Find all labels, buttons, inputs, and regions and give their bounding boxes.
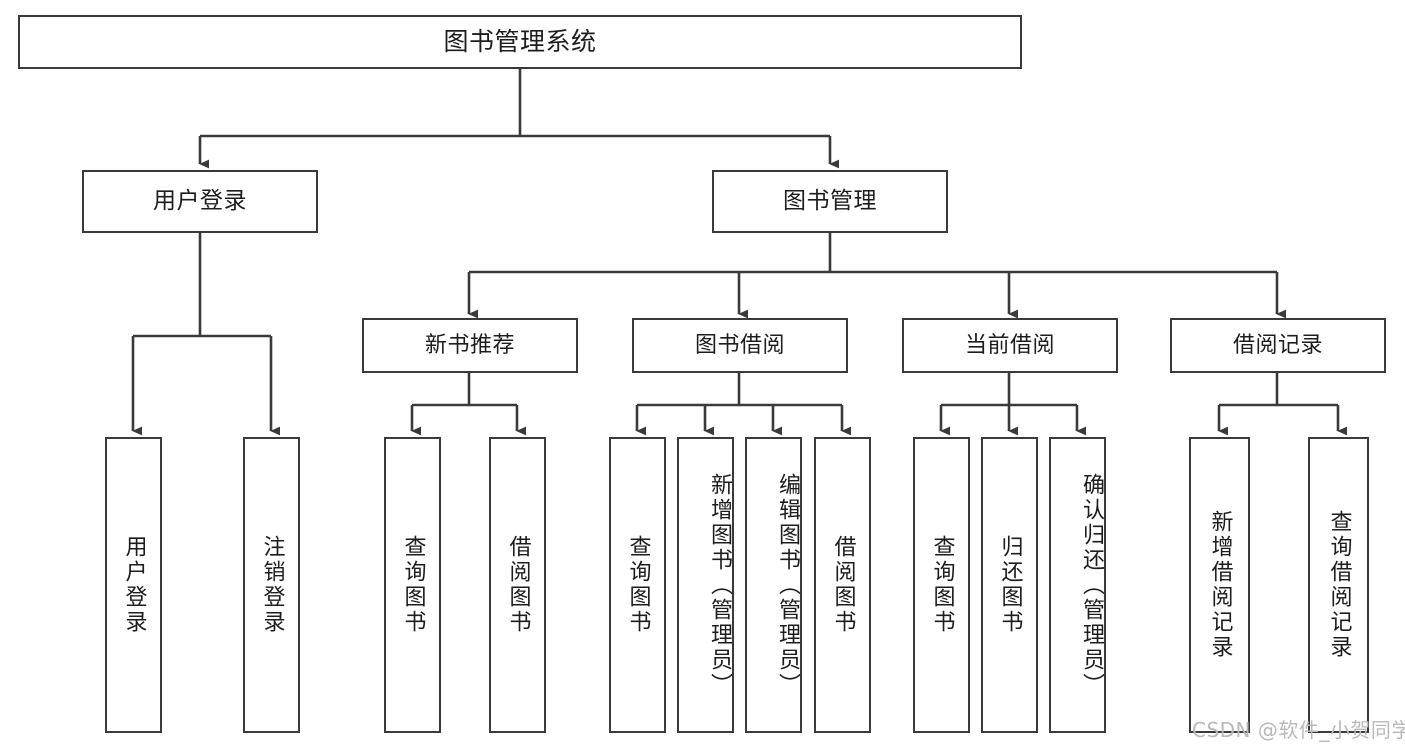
- node-label: 图书管理: [783, 187, 877, 214]
- node-current-borrowing[interactable]: 当前借阅: [902, 318, 1118, 373]
- leaf-return-book[interactable]: 归还图书: [981, 437, 1038, 733]
- node-label: 新书推荐: [424, 332, 515, 358]
- node-book-management[interactable]: 图书管理: [712, 170, 948, 233]
- leaf-edit-book-admin[interactable]: 编辑图书（管理员）: [745, 437, 802, 733]
- node-label: 借阅记录: [1232, 332, 1323, 358]
- node-label: 借阅图书: [505, 535, 531, 635]
- leaf-query-book-recommend[interactable]: 查询图书: [384, 437, 441, 733]
- leaf-user-login[interactable]: 用户登录: [105, 437, 162, 733]
- node-label: 编辑图书（管理员）: [775, 472, 800, 698]
- node-label: 注销登录: [259, 535, 285, 635]
- node-borrowing-records[interactable]: 借阅记录: [1170, 318, 1386, 373]
- node-label: 确认归还（管理员）: [1079, 472, 1104, 698]
- node-new-book-recommendation[interactable]: 新书推荐: [362, 318, 578, 373]
- leaf-query-borrow-record[interactable]: 查询借阅记录: [1308, 437, 1369, 733]
- node-label: 用户登录: [121, 535, 147, 635]
- leaf-user-logout[interactable]: 注销登录: [243, 437, 300, 733]
- node-label: 查询图书: [625, 535, 651, 635]
- node-label: 图书管理系统: [443, 27, 597, 57]
- leaf-query-book-current[interactable]: 查询图书: [913, 437, 970, 733]
- node-label: 新增图书（管理员）: [707, 472, 732, 698]
- node-label: 用户登录: [153, 187, 247, 214]
- leaf-add-borrow-record[interactable]: 新增借阅记录: [1189, 437, 1250, 733]
- node-root-book-management-system[interactable]: 图书管理系统: [18, 15, 1022, 69]
- leaf-borrow-book-recommend[interactable]: 借阅图书: [489, 437, 546, 733]
- node-label: 查询图书: [400, 535, 426, 635]
- leaf-borrow-book-borrowing[interactable]: 借阅图书: [814, 437, 871, 733]
- node-label: 查询图书: [929, 535, 955, 635]
- leaf-query-book-borrowing[interactable]: 查询图书: [609, 437, 666, 733]
- csdn-watermark: CSDN @软件_小贺同学: [1192, 718, 1405, 742]
- node-user-login[interactable]: 用户登录: [82, 170, 318, 233]
- node-label: 借阅图书: [830, 535, 856, 635]
- node-book-borrowing[interactable]: 图书借阅: [632, 318, 848, 373]
- node-label: 新增借阅记录: [1207, 510, 1233, 660]
- node-label: 查询借阅记录: [1326, 510, 1352, 660]
- node-label: 归还图书: [997, 535, 1023, 635]
- node-label: 当前借阅: [964, 332, 1055, 358]
- leaf-add-book-admin[interactable]: 新增图书（管理员）: [677, 437, 734, 733]
- node-label: 图书借阅: [694, 332, 785, 358]
- leaf-confirm-return-admin[interactable]: 确认归还（管理员）: [1049, 437, 1106, 733]
